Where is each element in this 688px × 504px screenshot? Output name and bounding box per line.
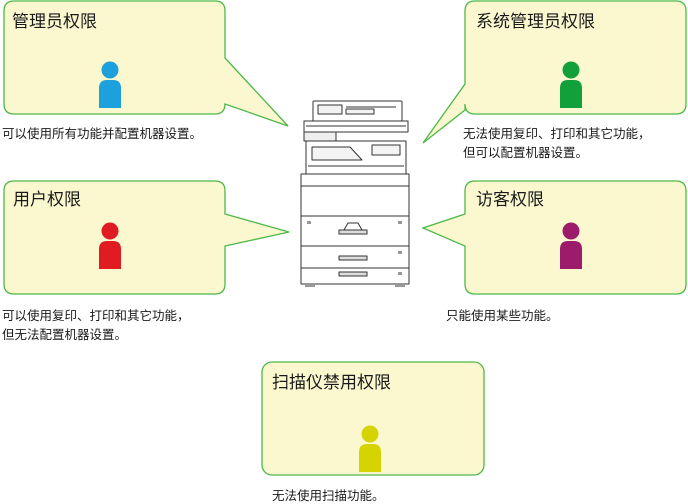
bubble-administrator — [3, 0, 289, 127]
guest-title: 访客权限 — [476, 190, 544, 210]
system-administrator-description-line: 无法使用复印、打印和其它功能， — [463, 126, 651, 141]
scanner-prohibited-description: 无法使用扫描功能。 — [272, 486, 385, 504]
bubble-scanner-prohibited — [261, 361, 485, 476]
person-icon-system-administrator — [560, 61, 582, 108]
printer-icon — [300, 100, 410, 287]
administrator-description: 可以使用所有功能并配置机器设置。 — [2, 124, 202, 143]
bubble-guest — [421, 180, 687, 295]
system-administrator-description-line: 但可以配置机器设置。 — [463, 145, 589, 160]
user-description: 可以使用复印、打印和其它功能， 但无法配置机器设置。 — [2, 306, 190, 344]
scanner-prohibited-description-line: 无法使用扫描功能。 — [272, 488, 385, 503]
administrator-title: 管理员权限 — [12, 12, 97, 32]
scanner-prohibited-title: 扫描仪禁用权限 — [272, 373, 391, 393]
bubble-system-administrator — [422, 0, 687, 144]
administrator-description-line: 可以使用所有功能并配置机器设置。 — [2, 126, 203, 141]
person-icon-guest — [560, 222, 582, 269]
person-icon-user — [99, 222, 121, 269]
system-administrator-title: 系统管理员权限 — [476, 12, 595, 32]
user-title: 用户权限 — [13, 190, 81, 210]
user-description-line: 但无法配置机器设置。 — [2, 327, 128, 342]
person-icon-administrator — [99, 61, 121, 108]
guest-description: 只能使用某些功能。 — [446, 306, 559, 325]
guest-description-line: 只能使用某些功能。 — [446, 308, 559, 323]
user-description-line: 可以使用复印、打印和其它功能， — [2, 308, 190, 323]
system-administrator-description: 无法使用复印、打印和其它功能， 但可以配置机器设置。 — [463, 124, 651, 162]
person-icon-scanner-prohibited — [359, 425, 381, 472]
bubble-user — [3, 180, 290, 295]
